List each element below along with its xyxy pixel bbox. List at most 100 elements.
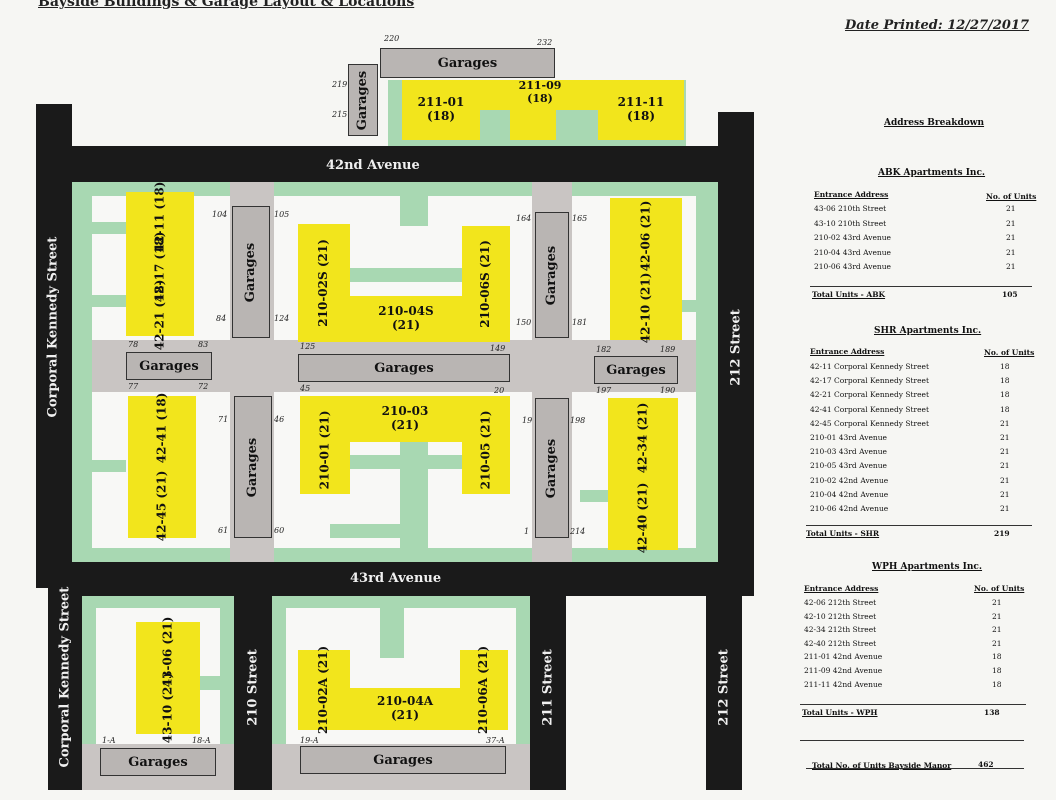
road-211-street xyxy=(530,590,566,790)
breakdown-row-units: 21 xyxy=(1000,447,1010,457)
gnum-61: 61 xyxy=(218,526,229,535)
shr-total-line xyxy=(806,525,1032,526)
wph-col-entrance: Entrance Address xyxy=(804,584,879,593)
breakdown-row-units: 21 xyxy=(1000,475,1010,485)
wph-total-value: 138 xyxy=(984,708,1000,717)
label-211-street: 211 Street xyxy=(540,649,556,726)
gnum-19A: 19-A xyxy=(300,736,319,745)
label-212-street-lower: 212 Street xyxy=(716,649,732,726)
label-43-10: 43-10 (21) xyxy=(160,672,175,744)
garage-71-60: Garages xyxy=(234,396,272,538)
gnum-20: 20 xyxy=(494,386,505,395)
breakdown-row-units: 21 xyxy=(1006,262,1016,271)
garage-164-181: Garages xyxy=(535,212,569,338)
building-42-34-40 xyxy=(608,398,678,550)
label-42-41: 42-41 (18) xyxy=(154,392,169,464)
label-42-45: 42-45 (21) xyxy=(154,470,169,542)
label-42nd-avenue: 42nd Avenue xyxy=(326,158,420,173)
breakdown-row-address: 42-45 Corporal Kennedy Street xyxy=(810,418,929,428)
breakdown-row-address: 42-10 212th Street xyxy=(804,611,877,621)
gnum-124: 124 xyxy=(274,314,290,323)
gnum-104: 104 xyxy=(212,210,228,219)
road-corporal-kennedy-upper xyxy=(36,104,72,588)
wph-total-label: Total Units - WPH xyxy=(802,708,878,717)
breakdown-row-address: 211-09 42nd Avenue xyxy=(804,666,883,675)
road-210-street xyxy=(234,590,272,790)
walk-center-mid xyxy=(350,268,462,282)
gnum-71: 71 xyxy=(218,415,229,424)
breakdown-row-address: 42-41 Corporal Kennedy Street xyxy=(810,404,929,414)
building-210-01 xyxy=(300,442,350,494)
gnum-125: 125 xyxy=(300,342,316,351)
walk-left-v xyxy=(92,222,126,234)
building-43-06-10 xyxy=(136,622,200,734)
gnum-197: 197 xyxy=(596,386,612,395)
label-212-street-upper: 212 Street xyxy=(728,309,744,386)
breakdown-heading: Address Breakdown xyxy=(884,118,985,128)
breakdown-row-units: 18 xyxy=(1000,404,1010,414)
breakdown-row-address: 211-11 42nd Avenue xyxy=(804,679,883,689)
breakdown-row-units: 21 xyxy=(992,598,1002,607)
building-210-03: 210-03 (21) xyxy=(300,396,510,442)
building-210-04S: 210-04S (21) xyxy=(350,296,462,342)
garage-top-horizontal: Garages xyxy=(380,48,555,78)
building-42-11-17-21 xyxy=(126,192,194,336)
walk-left-v2 xyxy=(92,295,126,307)
garage-19A-37A: Garages xyxy=(300,746,506,774)
abk-col-entrance: Entrance Address xyxy=(814,190,889,199)
shr-col-units: No. of Units xyxy=(984,348,1035,357)
breakdown-row-address: 211-01 42nd Avenue xyxy=(804,652,883,662)
garage-125-20: Garages xyxy=(298,354,510,382)
shr-total-value: 219 xyxy=(994,529,1010,538)
gnum-220: 220 xyxy=(384,34,400,43)
label-42-40: 42-40 (21) xyxy=(635,482,650,554)
walk-right-v xyxy=(680,300,696,312)
breakdown-row-units: 21 xyxy=(992,625,1002,635)
building-210-04A: 210-04A (21) xyxy=(350,688,460,730)
breakdown-row-units: 21 xyxy=(1006,204,1016,213)
breakdown-row-address: 43-06 210th Street xyxy=(814,204,887,213)
label-210-05: 210-05 (21) xyxy=(478,410,493,490)
label-43-06: 43-06 (21) xyxy=(160,616,175,688)
breakdown-row-address: 210-03 43rd Avenue xyxy=(810,447,887,457)
gnum-190: 190 xyxy=(660,386,676,395)
gnum-198: 198 xyxy=(570,416,586,425)
breakdown-row-address: 210-06 43rd Avenue xyxy=(814,262,891,271)
gnum-45: 45 xyxy=(300,384,311,393)
breakdown-row-address: 210-01 43rd Avenue xyxy=(810,433,887,442)
building-42-06-10 xyxy=(610,198,682,340)
map-title: Bayside Buildings & Garage Layout & Loca… xyxy=(38,0,415,10)
gnum-83: 83 xyxy=(198,340,209,349)
breakdown-row-units: 18 xyxy=(1000,376,1010,386)
breakdown-row-address: 42-17 Corporal Kennedy Street xyxy=(810,376,929,386)
building-42-41-45 xyxy=(128,396,196,538)
abk-col-units: No. of Units xyxy=(986,192,1037,201)
grand-total-label: Total No. of Units Bayside Manor xyxy=(812,761,952,770)
gnum-1: 1 xyxy=(524,527,530,536)
breakdown-row-units: 21 xyxy=(1006,247,1016,257)
building-210-06S: 210-06S (21) xyxy=(462,226,510,342)
breakdown-row-units: 21 xyxy=(992,611,1002,621)
breakdown-row-address: 210-06 42nd Avenue xyxy=(810,504,889,513)
breakdown-row-units: 18 xyxy=(992,652,1002,662)
label-210-01: 210-01 (21) xyxy=(317,410,332,490)
breakdown-row-address: 210-04 43rd Avenue xyxy=(814,247,891,257)
gnum-165: 165 xyxy=(572,214,588,223)
garage-1A-18A: Garages xyxy=(100,748,216,776)
gnum-232: 232 xyxy=(537,38,553,47)
gnum-46: 46 xyxy=(274,415,285,424)
gnum-1A: 1-A xyxy=(102,736,116,745)
breakdown-row-units: 21 xyxy=(1006,233,1016,242)
gnum-164: 164 xyxy=(516,214,532,223)
garage-19-214: Garages xyxy=(535,398,569,538)
gnum-150: 150 xyxy=(516,318,532,327)
breakdown-row-units: 18 xyxy=(1000,362,1010,371)
gnum-78: 78 xyxy=(128,340,139,349)
garage-104-124: Garages xyxy=(232,206,270,338)
walk-center-top xyxy=(400,196,428,226)
label-42-10: 42-10 (21) xyxy=(638,272,653,344)
breakdown-row-address: 210-02 42nd Avenue xyxy=(810,475,889,485)
walk-bottom-h xyxy=(330,524,402,538)
label-210-street: 210 Street xyxy=(245,649,261,726)
gnum-105: 105 xyxy=(274,210,290,219)
